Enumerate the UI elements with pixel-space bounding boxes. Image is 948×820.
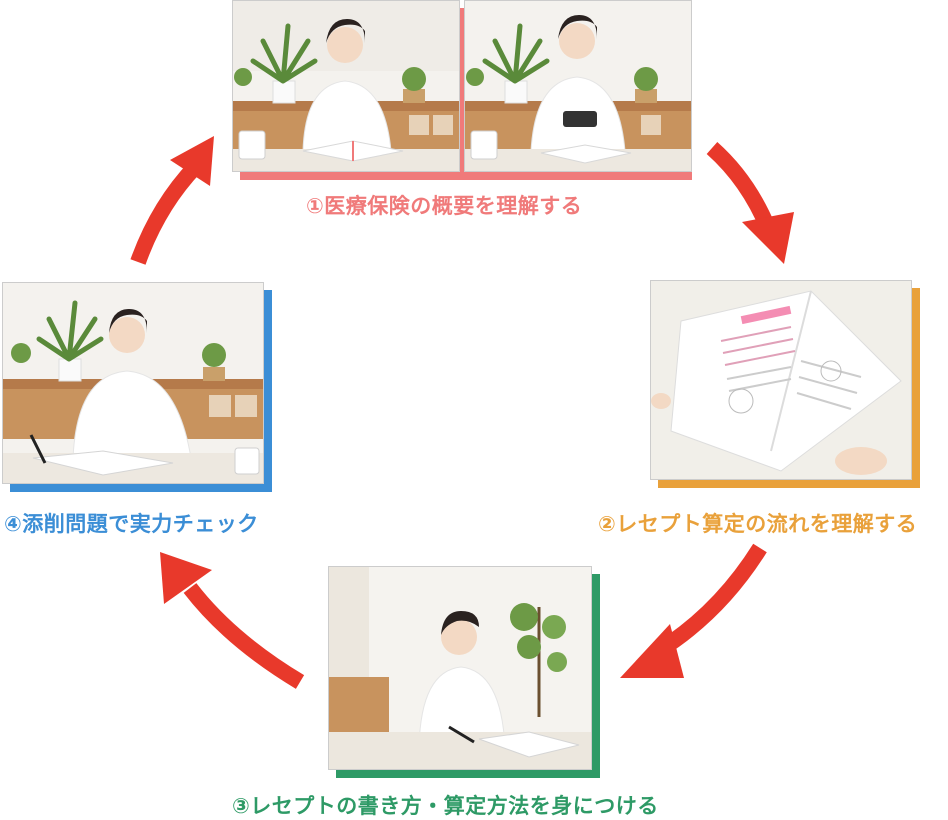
step2-photo-textbook [650,280,912,480]
step3-photo-writing [328,566,592,770]
step1-photo-reading [232,0,460,172]
step1-label: ①医療保険の概要を理解する [306,194,583,218]
step2-label: ②レセプト算定の流れを理解する [598,512,918,536]
woman-answering-illustration [3,283,263,483]
step4-label: ④添削問題で実力チェック [4,512,259,536]
open-textbook-illustration [651,281,911,479]
woman-scanning-illustration [465,1,691,171]
arrow-step3-to-step4 [160,552,305,689]
woman-writing-desk-illustration [329,567,591,769]
step3-label: ③レセプトの書き方・算定方法を身につける [232,794,659,818]
step1-photo-scanning [464,0,692,172]
arrow-step4-to-step1 [130,136,214,265]
arrow-step1-to-step2 [706,142,794,264]
arrow-step2-to-step3 [620,543,767,678]
woman-reading-illustration [233,1,459,171]
step4-photo-answers [2,282,264,484]
